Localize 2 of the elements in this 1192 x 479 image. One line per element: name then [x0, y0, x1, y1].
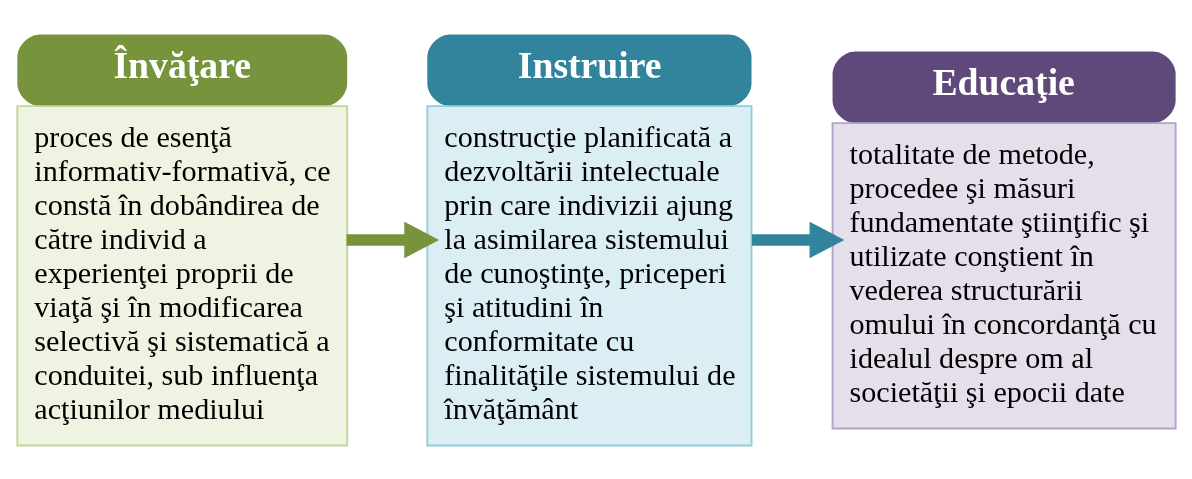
arrow: [346, 221, 440, 258]
arrow: [751, 221, 845, 258]
